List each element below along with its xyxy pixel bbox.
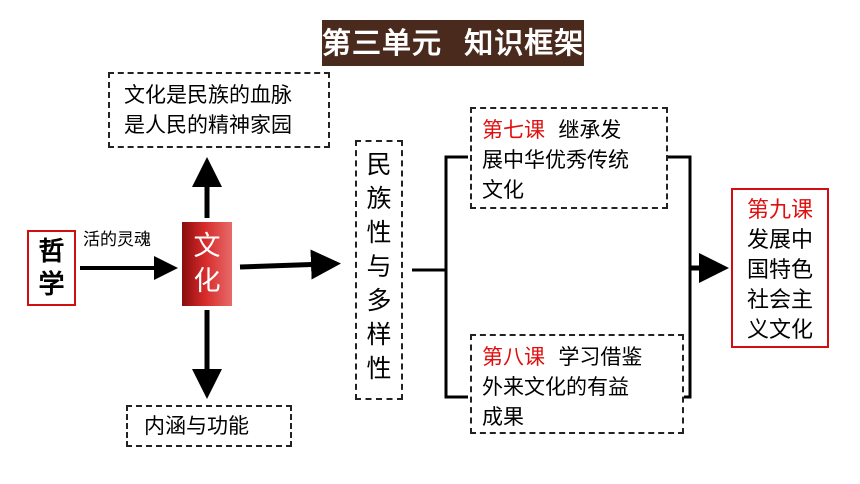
lesson8-line1: 学习借鉴 [558,345,643,369]
nation-char: 族 [366,184,392,213]
culture-bloodline-box: 文化是民族的血脉 是人民的精神家园 [108,72,330,148]
nation-char: 样 [366,320,392,349]
nation-char: 性 [366,354,392,383]
nation-char: 民 [366,150,392,179]
lesson9-line: 义文化 [746,318,813,343]
lesson9-line: 社会主 [746,288,813,313]
culture-bloodline-line1: 文化是民族的血脉 [124,83,292,107]
nationality-diversity-box: 民 族 性 与 多 样 性 [355,140,403,400]
lesson9-line: 国特色 [746,258,813,283]
bracket-left [444,155,468,399]
lesson8-line3: 成果 [482,405,524,429]
arrow-culture-to-nation [239,249,341,280]
nation-char: 与 [366,252,392,281]
culture-char-1: 文 [193,231,221,262]
lesson9-line: 发展中 [746,228,813,253]
living-soul-label: 活的灵魂 [83,230,151,250]
connotation-function-box: 内涵与功能 [126,405,292,447]
lesson7-box: 第七课 继承发 展中华优秀传统 文化 [470,107,668,209]
lesson9-title: 第九课 [746,198,813,223]
bracket-right [668,155,692,399]
lesson9-box: 第九课 发展中 国特色 社会主 义文化 [731,188,829,348]
nation-char: 性 [366,218,392,247]
culture-char-2: 化 [193,266,221,297]
lesson8-line2: 外来文化的有益 [482,375,629,399]
philosophy-box: 哲 学 [27,230,76,306]
culture-box: 文 化 [182,222,232,306]
connotation-function-label: 内涵与功能 [144,414,249,438]
lesson7-line1: 继承发 [558,118,622,142]
lesson7-title: 第七课 [482,118,545,142]
philosophy-char-2: 学 [38,270,65,300]
lesson8-title: 第八课 [482,345,545,369]
nation-char: 多 [366,286,392,315]
philosophy-char-1: 哲 [38,237,65,267]
page-title: 第三单元 知识框架 [322,20,584,66]
culture-bloodline-line2: 是人民的精神家园 [124,113,292,137]
lesson8-box: 第八课 学习借鉴 外来文化的有益 成果 [470,334,684,434]
lesson7-line3: 文化 [482,178,524,202]
lesson7-line2: 展中华优秀传统 [482,148,629,172]
